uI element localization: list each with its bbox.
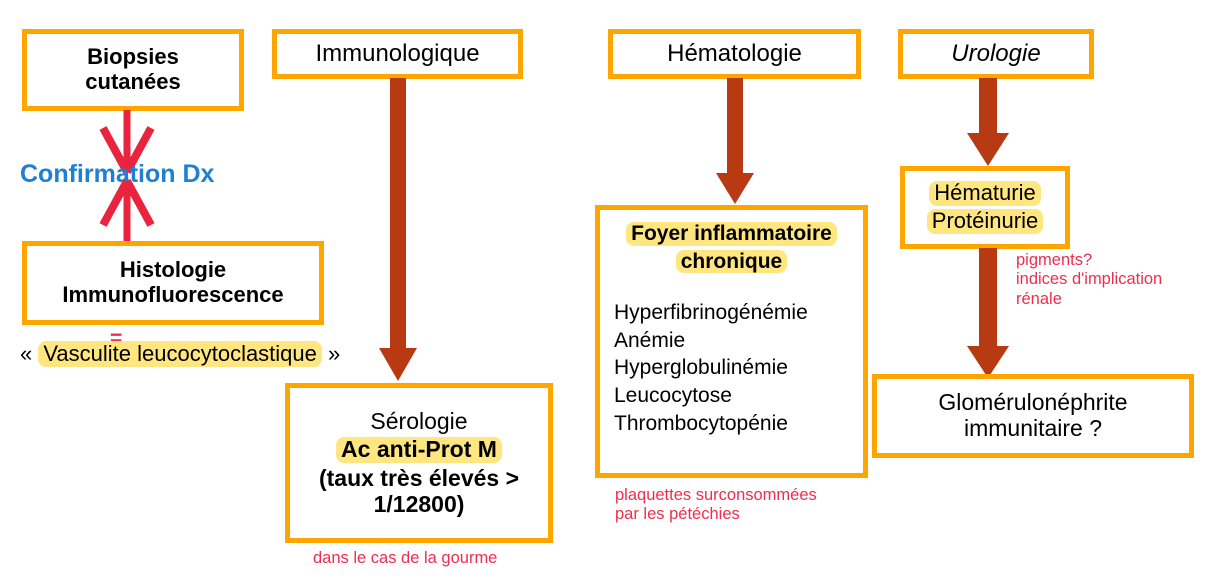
histologie-line-1: Histologie	[119, 257, 227, 283]
list-item: Hyperfibrinogénémie	[614, 301, 808, 325]
hematology-findings-list: Hyperfibrinogénémie Anémie Hyperglobulin…	[614, 299, 808, 438]
serologie-ac-anti-prot-m: Ac anti-Prot M	[336, 436, 502, 463]
list-item: Thrombocytopénie	[614, 411, 788, 435]
brick-arrow-hematologie	[716, 78, 754, 204]
list-item: Hyperglobulinémie	[614, 356, 788, 380]
hematurie-label: Hématurie	[929, 181, 1041, 206]
hematologie-label: Hématologie	[667, 39, 802, 67]
histologie-line-2: Immunofluorescence	[62, 282, 284, 307]
serologie-footnote: dans le cas de la gourme	[313, 549, 498, 567]
brick-arrow-renal	[967, 248, 1009, 378]
vasculite-highlight: Vasculite leucocytoclastique	[38, 341, 322, 367]
brick-arrow-urologie	[967, 78, 1009, 166]
urologie-header-box: Urologie	[898, 29, 1094, 79]
list-item: Leucocytose	[614, 384, 732, 408]
foyer-title-line-2: chronique	[675, 249, 788, 274]
serologie-box: Sérologie Ac anti-Prot M (taux très élev…	[285, 383, 553, 543]
glomerulonephrite-line-2: immunitaire ?	[963, 415, 1103, 441]
glomerulonephrite-line-1: Glomérulonéphrite	[938, 389, 1128, 416]
serologie-line-4: 1/12800)	[373, 490, 465, 517]
biopsies-line-1: Biopsies	[87, 44, 179, 70]
red-arrow-up	[99, 179, 155, 243]
close-guillemet: »	[328, 341, 341, 366]
vasculite-note: « Vasculite leucocytoclastique »	[20, 341, 340, 367]
serologie-line-3: (taux très élevés >	[318, 465, 520, 491]
hematologie-header-box: Hématologie	[608, 29, 861, 79]
confirmation-dx-label: Confirmation Dx	[20, 160, 215, 188]
immunologique-label: Immunologique	[315, 39, 480, 67]
hematologie-footnote-line-2: par les pétéchies	[615, 505, 740, 524]
open-guillemet: «	[20, 341, 33, 366]
red-arrow-down	[99, 110, 155, 174]
list-item: Anémie	[614, 328, 686, 352]
hematurie-proteinurie-box: Hématurie Protéinurie	[900, 166, 1070, 249]
foyer-inflammatoire-box: Foyer inflammatoire chronique Hyperfibri…	[595, 205, 868, 478]
renal-note-line-3: rénale	[1016, 289, 1062, 308]
serologie-line-1: Sérologie	[370, 407, 468, 434]
renal-note-line-2: indices d'implication	[1016, 270, 1163, 289]
urologie-label: Urologie	[951, 39, 1041, 67]
brick-arrow-immunologie	[379, 78, 417, 381]
immunologique-header-box: Immunologique	[272, 29, 523, 79]
biopsies-cutanees-box: Biopsies cutanées	[22, 29, 244, 111]
foyer-title-line-1: Foyer inflammatoire	[626, 222, 837, 246]
renal-note-line-1: pigments?	[1016, 251, 1093, 269]
biopsies-line-2: cutanées	[85, 69, 181, 94]
proteinurie-label: Protéinurie	[926, 208, 1044, 234]
histologie-immunofluorescence-box: Histologie Immunofluorescence	[22, 241, 324, 325]
glomerulonephrite-box: Glomérulonéphrite immunitaire ?	[872, 374, 1194, 458]
renal-side-note: pigments? indices d'implication rénale	[1016, 251, 1162, 309]
hematologie-footnote: plaquettes surconsommées par les pétéchi…	[615, 486, 817, 525]
hematologie-footnote-line-1: plaquettes surconsommées	[615, 486, 817, 504]
